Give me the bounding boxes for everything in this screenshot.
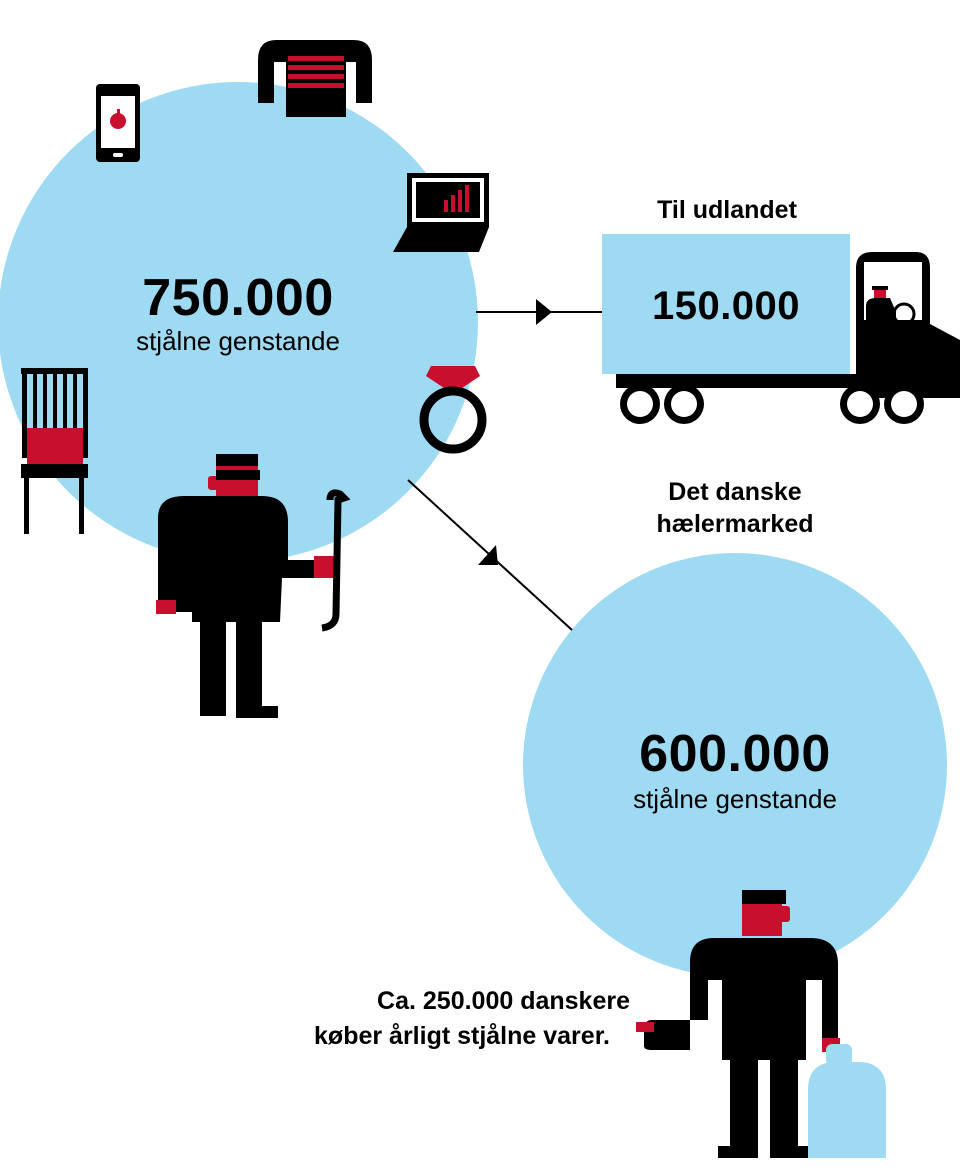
laptop-chart-icon [393, 173, 489, 252]
domestic-value: 600.000 [639, 725, 831, 783]
domestic-market-circle [523, 553, 947, 977]
abroad-title: Til udlandet [657, 196, 797, 224]
buyers-line2: køber årligt stjålne varer. [314, 1022, 610, 1050]
phone-icon [96, 84, 140, 162]
thief-figure-icon [156, 454, 351, 718]
arrow-to-abroad [476, 299, 602, 325]
domestic-title-line1: Det danske [668, 478, 802, 506]
domestic-label: stjålne genstande [633, 784, 837, 814]
sweater-icon [258, 40, 372, 117]
total-stolen-value: 750.000 [142, 269, 334, 327]
ring-icon [419, 366, 487, 454]
chair-icon [21, 368, 88, 534]
domestic-title-line2: hælermarked [656, 510, 814, 538]
arrow-to-domestic [407, 479, 573, 631]
bag-icon [808, 1044, 886, 1158]
truck-cargo-box [602, 234, 850, 374]
buyers-line1: Ca. 250.000 danskere [377, 987, 630, 1015]
buyer-figure-icon [636, 890, 840, 1158]
stolen-items-circle [0, 82, 478, 562]
truck-icon [602, 234, 960, 424]
total-stolen-label: stjålne genstande [136, 326, 340, 356]
abroad-value: 150.000 [651, 284, 801, 328]
